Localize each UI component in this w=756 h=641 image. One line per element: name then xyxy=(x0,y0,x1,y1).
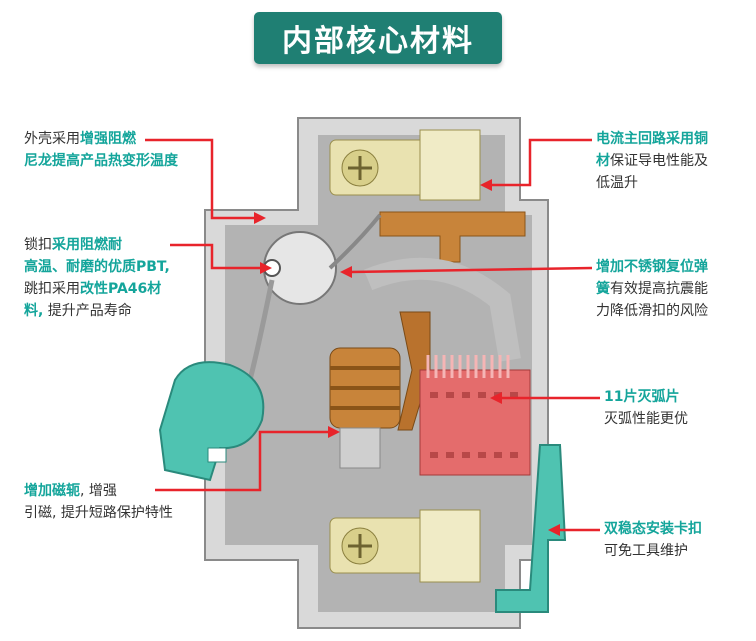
callout-text: , 增强 xyxy=(80,483,117,499)
callout-text: 外壳采用 xyxy=(24,131,80,147)
callout-highlight: 增加不锈钢复位弹 xyxy=(596,259,708,275)
latch-mechanism xyxy=(247,213,382,381)
callout-highlight: 11片灭弧片 xyxy=(604,389,680,405)
callout-highlight: 增加磁轭 xyxy=(24,483,80,499)
callout-highlight: 采用阻燃耐 xyxy=(52,237,122,253)
callout-text: 可免工具维护 xyxy=(604,543,688,559)
arc-chute xyxy=(419,355,531,476)
callout-conductor: 电流主回路采用铜 材保证导电性能及 低温升 xyxy=(596,128,756,194)
callout-text: 灭弧性能更优 xyxy=(604,411,688,427)
bottom-terminal xyxy=(329,509,481,583)
callout-text: 引磁, 提升短路保护特性 xyxy=(24,505,173,521)
moving-contact xyxy=(397,311,431,431)
callout-highlight: 改性PA46材 xyxy=(80,281,162,297)
leader-lines xyxy=(145,138,600,532)
callout-highlight: 簧 xyxy=(596,281,610,297)
din-rail-clip xyxy=(495,444,567,613)
callout-text: 力降低滑扣的风险 xyxy=(596,303,708,319)
leader-arrowheads xyxy=(254,179,560,536)
copper-conductor xyxy=(379,211,526,263)
callout-text: 提升产品寿命 xyxy=(43,303,132,319)
callout-highlight: 双稳态安装卡扣 xyxy=(604,521,702,537)
callout-text: 锁扣 xyxy=(24,237,52,253)
callout-highlight: 高温、耐磨的优质PBT, xyxy=(24,259,170,275)
callout-highlight: 料, xyxy=(24,303,44,319)
page-title: 内部核心材料 xyxy=(254,12,502,64)
callout-text: 保证导电性能及 xyxy=(610,153,708,169)
callout-text: 跳扣采用 xyxy=(24,281,80,297)
top-terminal xyxy=(329,129,481,201)
callout-highlight: 材 xyxy=(596,153,610,169)
callout-clip: 双稳态安装卡扣 可免工具维护 xyxy=(604,518,756,562)
magnetic-coil xyxy=(329,347,401,469)
callout-highlight: 增强阻燃 xyxy=(80,131,136,147)
callout-latch: 锁扣采用阻燃耐 高温、耐磨的优质PBT, 跳扣采用改性PA46材 料, 提升产品… xyxy=(24,234,214,322)
callout-spring: 增加不锈钢复位弹 簧有效提高抗震能 力降低滑扣的风险 xyxy=(596,256,756,322)
callout-housing: 外壳采用增强阻燃 尼龙提高产品热变形温度 xyxy=(24,128,224,172)
operating-handle xyxy=(158,361,265,482)
callout-highlight: 尼龙提高产品热变形温度 xyxy=(24,153,178,169)
callout-text: 有效提高抗震能 xyxy=(610,281,708,297)
callout-arc: 11片灭弧片 灭弧性能更优 xyxy=(604,386,756,430)
callout-highlight: 电流主回路采用铜 xyxy=(596,131,708,147)
callout-yoke: 增加磁轭, 增强 引磁, 提升短路保护特性 xyxy=(24,480,224,524)
callout-text: 低温升 xyxy=(596,175,638,191)
